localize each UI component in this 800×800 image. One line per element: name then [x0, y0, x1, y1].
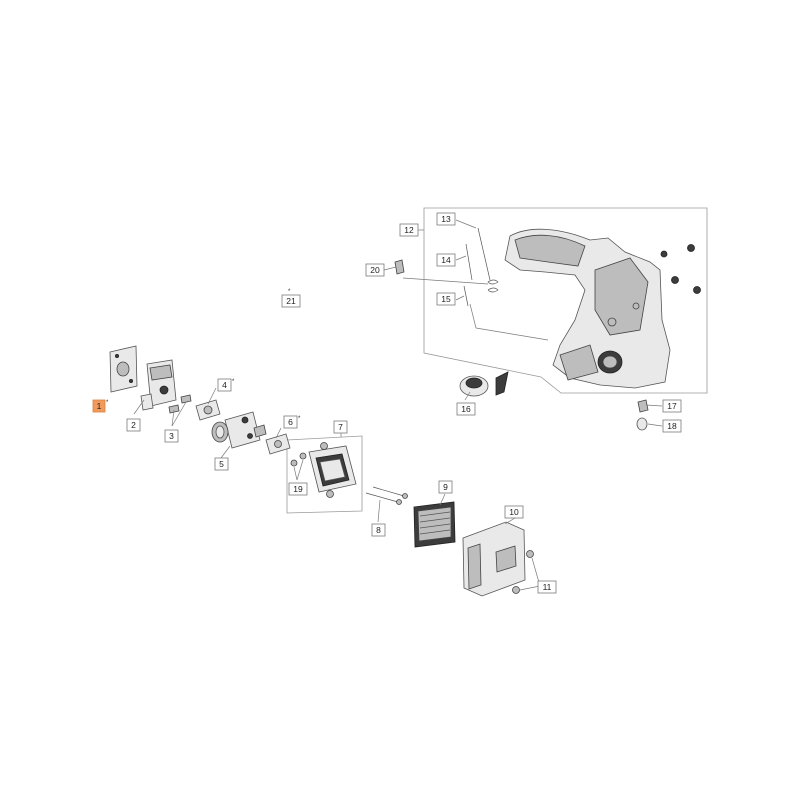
clip-part	[637, 399, 649, 413]
muffler-cover-part	[308, 442, 357, 498]
callout-label-19[interactable]: 19	[288, 482, 308, 496]
callout-label-10[interactable]: 10	[504, 505, 524, 519]
svg-text:7: 7	[338, 422, 343, 432]
svg-text:17: 17	[667, 401, 677, 411]
svg-text:16: 16	[461, 404, 471, 414]
svg-text:18: 18	[667, 421, 677, 431]
carburetor-gasket-part	[265, 433, 291, 455]
svg-text:*: *	[106, 400, 109, 406]
svg-text:15: 15	[441, 294, 451, 304]
svg-text:*: *	[288, 289, 291, 295]
svg-text:10: 10	[509, 507, 519, 517]
intake-gasket-part	[195, 399, 221, 421]
blower-housing-part	[504, 228, 671, 389]
svg-text:9: 9	[443, 482, 448, 492]
cover-nut-pair-part	[512, 550, 534, 594]
leader-lines	[133, 219, 663, 591]
svg-text:1: 1	[97, 401, 102, 411]
rod-part	[477, 227, 491, 281]
long-screw-pair-part	[365, 486, 408, 505]
callout-label-8[interactable]: 8	[371, 523, 386, 537]
svg-text:8: 8	[376, 525, 381, 535]
rod-part	[465, 243, 473, 281]
svg-text:4: 4	[222, 380, 227, 390]
rod-part	[463, 285, 469, 307]
callout-label-9[interactable]: 9	[438, 480, 453, 494]
callout-label-6[interactable]: 6 *	[283, 415, 301, 429]
callout-label-18[interactable]: 18	[662, 419, 682, 433]
callout-label-21[interactable]: 21 *	[281, 289, 301, 308]
screw-set-part	[168, 394, 192, 414]
spring-part	[487, 279, 499, 293]
svg-text:*: *	[232, 379, 235, 385]
filter-cover-part	[462, 521, 526, 597]
callout-label-16[interactable]: 16	[456, 402, 476, 416]
svg-text:3: 3	[169, 431, 174, 441]
small-screw-part	[394, 259, 405, 275]
nut-pair-part	[290, 452, 307, 467]
callout-label-1[interactable]: 1 *	[92, 399, 109, 413]
heat-shield-part	[140, 359, 177, 411]
svg-text:20: 20	[370, 265, 380, 275]
svg-text:*: *	[298, 416, 301, 422]
cap-part	[636, 417, 648, 431]
muffler-group-frame	[286, 435, 363, 514]
svg-text:6: 6	[288, 417, 293, 427]
callout-label-7[interactable]: 7	[333, 420, 348, 434]
callout-label-17[interactable]: 17	[662, 399, 682, 413]
gasket-plate-part	[109, 345, 138, 393]
callout-label-20[interactable]: 20	[365, 263, 385, 277]
svg-text:13: 13	[441, 214, 451, 224]
callout-label-5[interactable]: 5	[214, 457, 229, 471]
callout-label-15[interactable]: 15	[436, 292, 456, 306]
callout-label-11[interactable]: 11	[537, 580, 557, 594]
callout-label-4[interactable]: 4 *	[217, 378, 235, 392]
svg-text:21: 21	[286, 296, 296, 306]
air-filter-part	[413, 501, 456, 548]
housing-group-frame	[423, 207, 708, 394]
svg-text:11: 11	[543, 582, 552, 592]
callout-label-13[interactable]: 13	[436, 212, 456, 226]
svg-text:5: 5	[219, 459, 224, 469]
callout-label-3[interactable]: 3	[164, 429, 179, 443]
throttle-knob-part	[459, 371, 509, 397]
callout-label-14[interactable]: 14	[436, 253, 456, 267]
svg-text:12: 12	[404, 225, 414, 235]
svg-text:14: 14	[441, 255, 451, 265]
housing-grommet-set	[660, 244, 701, 294]
svg-text:19: 19	[293, 484, 303, 494]
svg-text:2: 2	[131, 420, 136, 430]
carburetor-part	[211, 411, 267, 449]
callout-label-12[interactable]: 12	[399, 223, 419, 237]
callout-label-2[interactable]: 2	[126, 418, 141, 432]
